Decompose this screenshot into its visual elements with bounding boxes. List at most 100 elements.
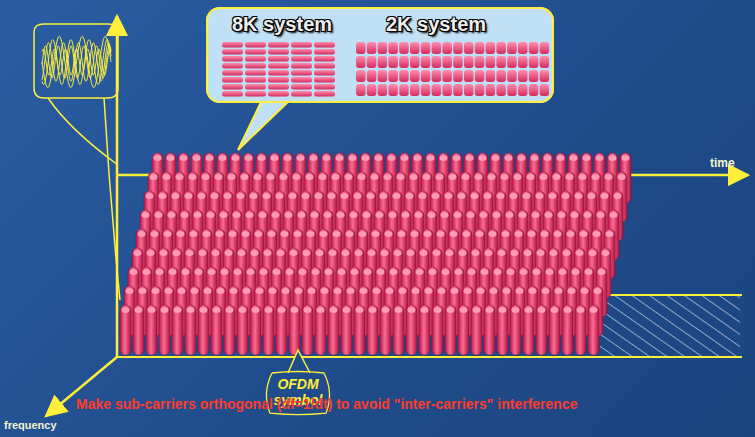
cylinder-top: [317, 307, 325, 313]
cylinder-top: [428, 212, 436, 218]
cylinder-top: [525, 307, 533, 313]
cylinder-top: [328, 193, 336, 199]
cylinder-top: [506, 212, 514, 218]
cylinder-top: [187, 307, 195, 313]
cylinder-top: [238, 250, 246, 256]
cylinder-body: [185, 305, 196, 355]
cylinder-top: [190, 231, 198, 237]
cylinder-top: [458, 193, 466, 199]
symbol-bar: [475, 70, 485, 82]
cylinder-top: [568, 288, 576, 294]
subcarrier-cylinder: [159, 305, 170, 355]
cylinder-top: [174, 307, 182, 313]
cylinder-body: [276, 305, 287, 355]
cylinder-top: [476, 231, 484, 237]
cylinder-top: [423, 174, 431, 180]
cylinder-top: [553, 174, 561, 180]
symbol-bar: [314, 84, 335, 90]
cylinder-top: [134, 250, 142, 256]
cylinder-top: [254, 174, 262, 180]
system-label: 2K system: [386, 13, 486, 36]
cylinder-top: [412, 288, 420, 294]
cylinder-top: [178, 288, 186, 294]
cylinder-top: [538, 307, 546, 313]
cylinder-top: [440, 155, 448, 161]
symbol-bar: [378, 84, 388, 96]
cylinder-top: [424, 231, 432, 237]
symbol-bar: [540, 84, 550, 96]
cylinder-top: [377, 269, 385, 275]
system-label: 8K system: [232, 13, 332, 36]
symbol-bar: [507, 70, 517, 82]
cylinder-top: [219, 155, 227, 161]
cylinder-body: [224, 305, 235, 355]
cylinder-top: [329, 250, 337, 256]
cylinder-top: [259, 212, 267, 218]
cylinder-top: [420, 250, 428, 256]
cylinder-top: [558, 212, 566, 218]
cylinder-top: [438, 288, 446, 294]
cylinder-top: [304, 307, 312, 313]
subcarrier-cylinder: [198, 305, 209, 355]
subcarrier-cylinder: [263, 305, 274, 355]
cylinder-body: [263, 305, 274, 355]
cylinder-top: [308, 288, 316, 294]
cylinder-top: [557, 155, 565, 161]
symbol-bar: [245, 42, 266, 48]
cylinder-top: [245, 155, 253, 161]
symbol-bar: [432, 42, 442, 54]
cylinder-top: [303, 250, 311, 256]
cylinder-top: [416, 269, 424, 275]
symbol-bar: [529, 42, 539, 54]
cylinder-top: [161, 307, 169, 313]
cylinder-body: [549, 305, 560, 355]
cylinder-top: [332, 174, 340, 180]
cylinder-top: [550, 250, 558, 256]
cylinder-top: [256, 288, 264, 294]
cylinder-top: [408, 307, 416, 313]
cylinder-top: [272, 212, 280, 218]
block-edge: [600, 294, 742, 296]
cylinder-body: [315, 305, 326, 355]
cylinder-top: [375, 155, 383, 161]
cylinder-top: [212, 250, 220, 256]
cylinder-top: [477, 288, 485, 294]
cylinder-top: [278, 307, 286, 313]
subcarrier-cylinder: [224, 305, 235, 355]
cylinder-top: [576, 250, 584, 256]
cylinder-top: [269, 288, 277, 294]
cylinder-top: [299, 269, 307, 275]
bubble-fill: [206, 7, 554, 103]
cylinder-top: [234, 269, 242, 275]
cylinder-body: [172, 305, 183, 355]
cylinder-top: [167, 155, 175, 161]
cylinder-top: [263, 193, 271, 199]
symbol-bar: [245, 49, 266, 55]
cylinder-top: [531, 155, 539, 161]
cylinder-top: [243, 288, 251, 294]
cylinder-top: [341, 193, 349, 199]
cylinder-top: [421, 307, 429, 313]
cylinder-top: [217, 288, 225, 294]
symbol-bar: [367, 42, 377, 54]
cylinder-top: [459, 250, 467, 256]
cylinder-top: [239, 307, 247, 313]
symbol-bar: [496, 56, 506, 68]
cylinder-top: [142, 212, 150, 218]
cylinder-top: [165, 288, 173, 294]
symbol-bar: [464, 84, 474, 96]
cylinder-top: [490, 288, 498, 294]
cylinder-top: [597, 212, 605, 218]
cylinder-top: [163, 174, 171, 180]
cylinder-top: [602, 250, 610, 256]
cylinder-top: [337, 212, 345, 218]
cylinder-top: [411, 231, 419, 237]
symbol-bar: [222, 56, 243, 62]
symbol-bar: [529, 70, 539, 82]
cylinder-top: [225, 250, 233, 256]
symbol-bar: [518, 56, 528, 68]
cylinder-top: [191, 288, 199, 294]
symbol-bar: [314, 63, 335, 69]
cylinder-body: [159, 305, 170, 355]
cylinder-top: [472, 250, 480, 256]
